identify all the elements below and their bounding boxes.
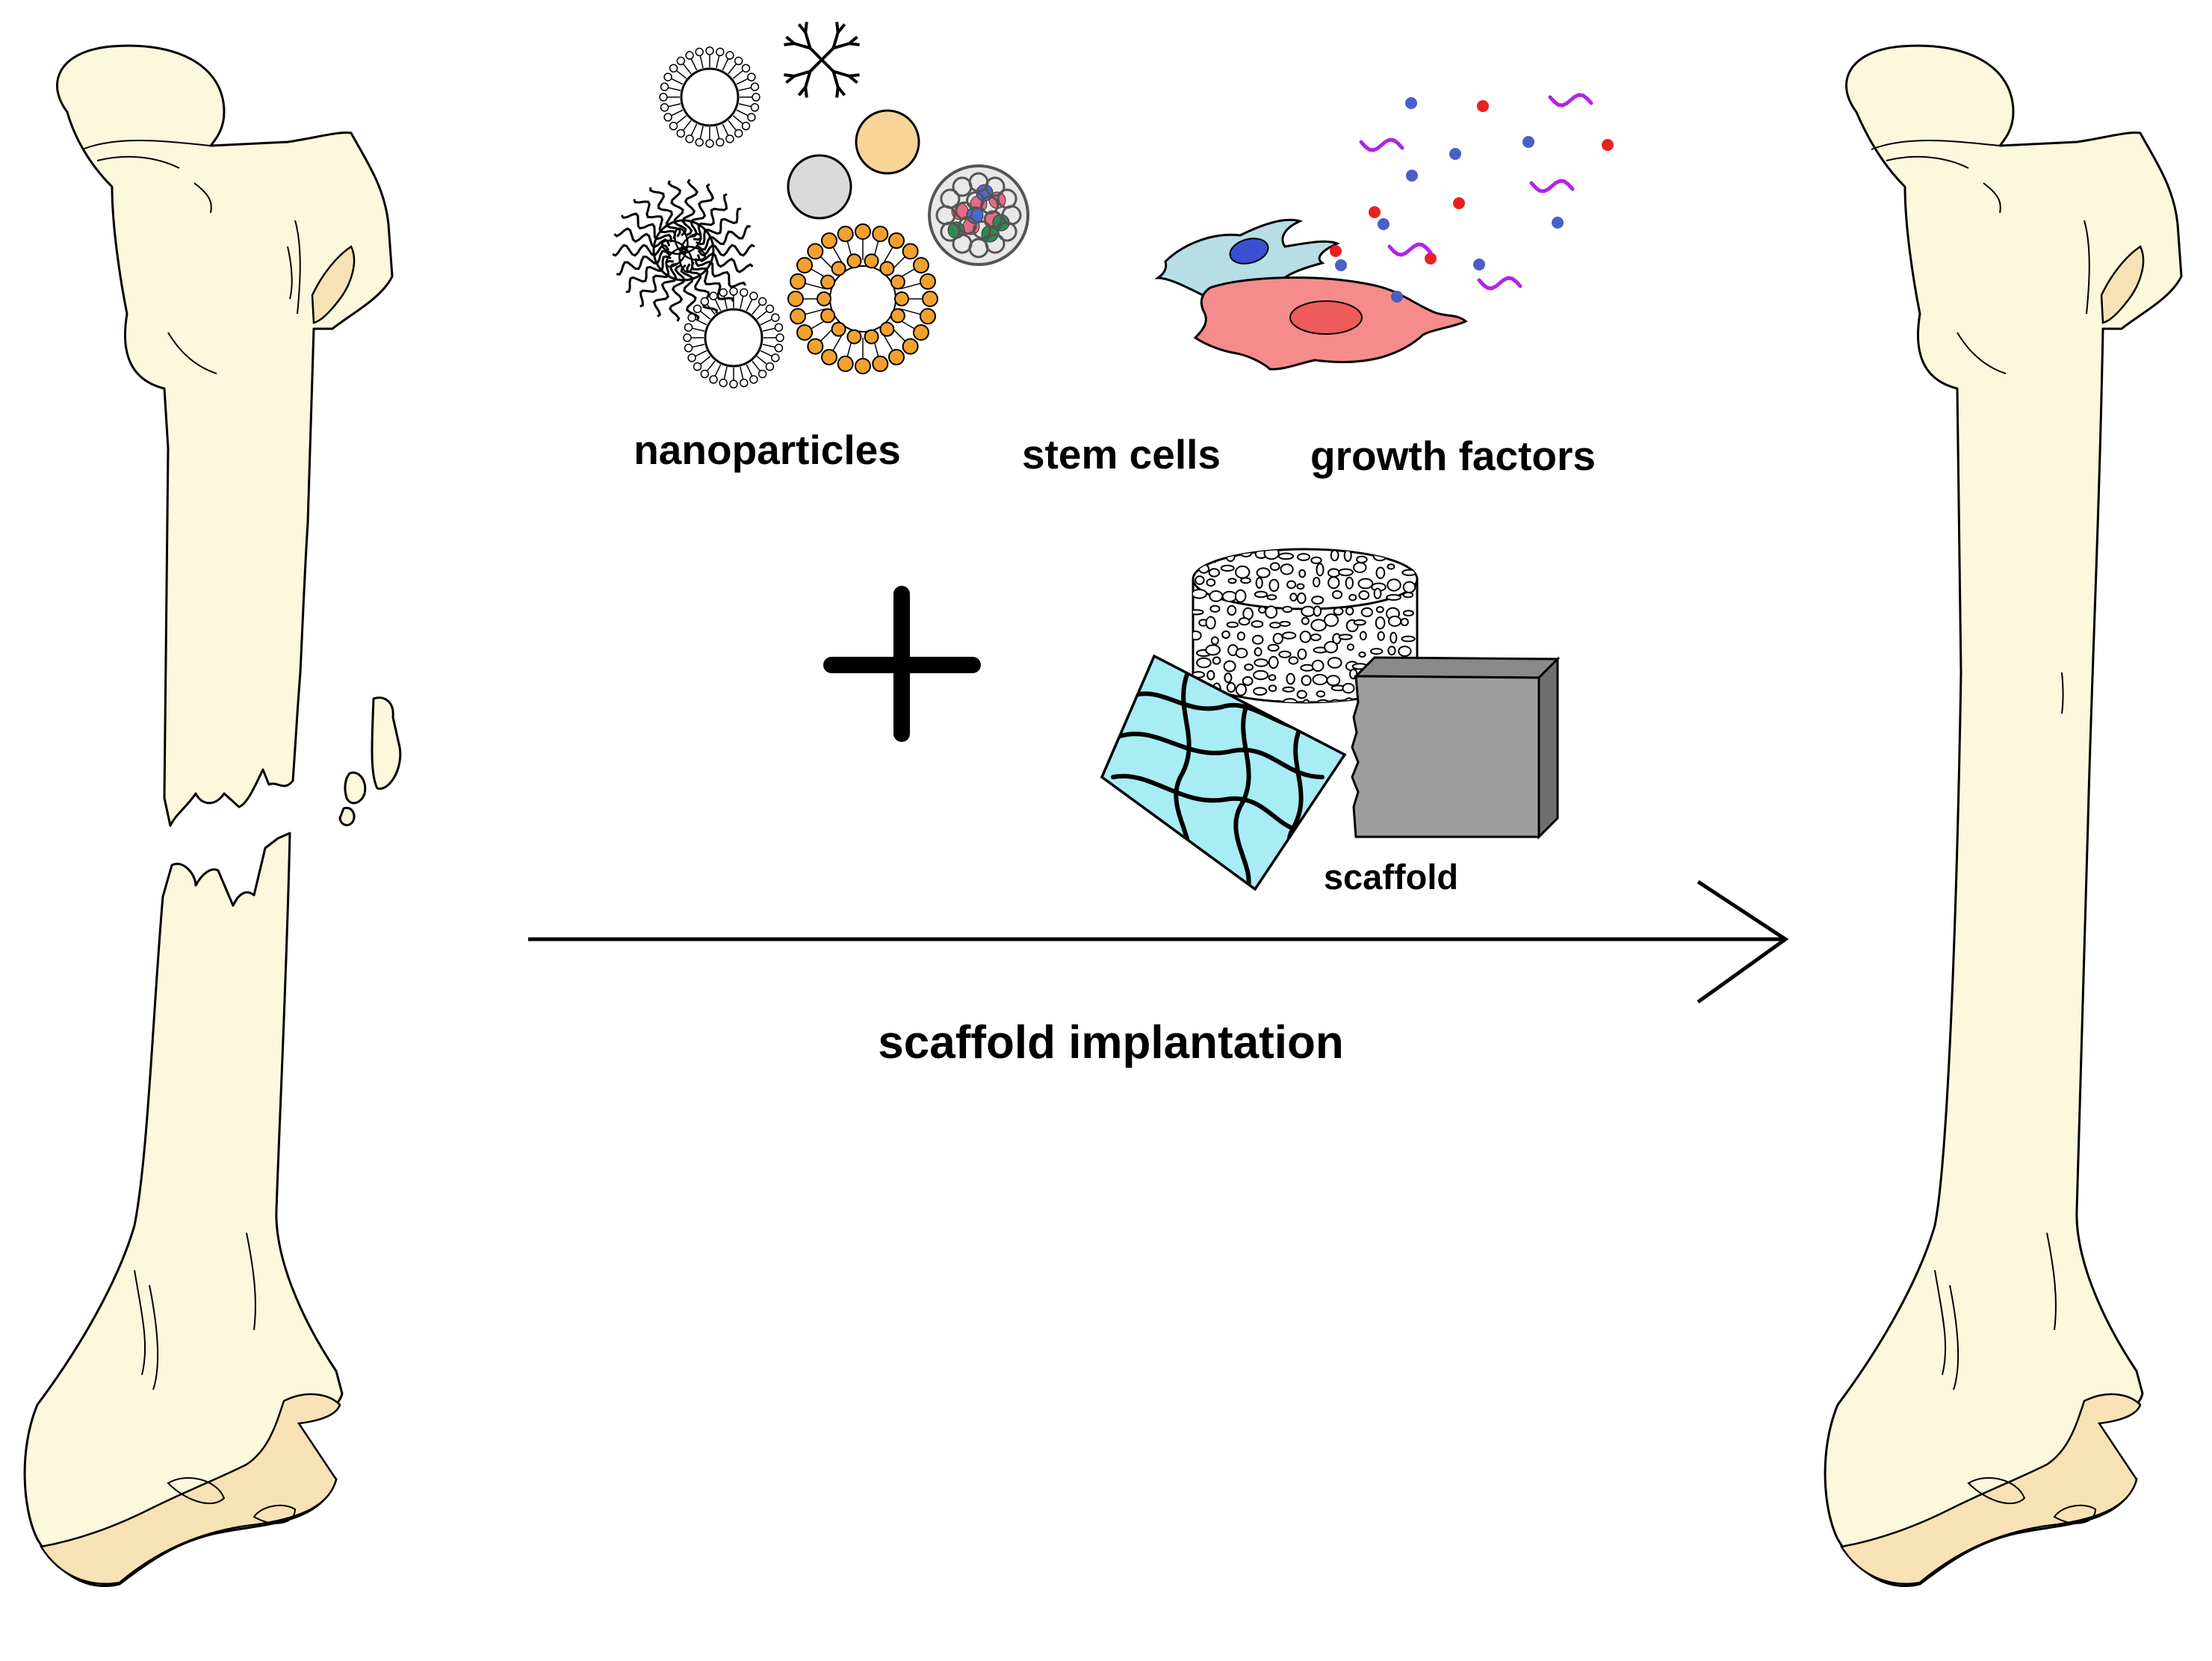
- fractured-femur-icon: [23, 44, 402, 1587]
- plus-sign-icon: [823, 586, 981, 742]
- stem-cell-nucleus: [1229, 238, 1269, 265]
- femur-head-cartilage: [2100, 245, 2145, 324]
- polymer-nanoparticle-icon: [855, 109, 920, 175]
- micelle-icon: [612, 179, 755, 322]
- solid-scaffold-icon: [1351, 656, 1561, 840]
- dendrimer-icon: [784, 22, 860, 98]
- femur-lower-fragment: [23, 832, 344, 1587]
- fullerene-cage-icon: [928, 164, 1029, 266]
- bone-chip: [338, 806, 356, 826]
- stem-cells-label: stem cells: [1021, 431, 1221, 477]
- condyle-cartilage: [39, 1393, 341, 1585]
- growth-factors-label: growth factors: [1310, 433, 1596, 479]
- femur-upper-fragment: [56, 44, 394, 827]
- femur-head-cartilage: [311, 245, 356, 324]
- growth-factor-molecules-icon: [1330, 93, 1614, 303]
- stem-cells-group: [1154, 218, 1468, 371]
- arrow-right-icon: [528, 879, 1789, 1004]
- solid-lipid-nanoparticle-icon: [787, 223, 938, 374]
- hydrogel-scaffold-icon: [1100, 654, 1347, 891]
- healed-femur-icon: [1824, 44, 2183, 1587]
- nanoparticles-label: nanoparticles: [633, 427, 901, 473]
- scaffold-label: scaffold: [1323, 857, 1459, 897]
- arrow-caption: scaffold implantation: [878, 1017, 1344, 1068]
- liposome-bottom-icon: [683, 287, 784, 389]
- liposome-icon: [659, 46, 760, 148]
- condyle-cartilage: [1839, 1393, 2142, 1585]
- nanoparticles-group: [612, 22, 1029, 389]
- metal-nanoparticle-icon: [787, 154, 852, 220]
- bone-chip: [344, 771, 367, 805]
- scaffolds-group: [1100, 548, 1561, 891]
- osteoblast-nucleus: [1289, 300, 1363, 335]
- mesenchymal-stem-cell-icon: [1154, 218, 1340, 315]
- bone-chip: [371, 696, 402, 790]
